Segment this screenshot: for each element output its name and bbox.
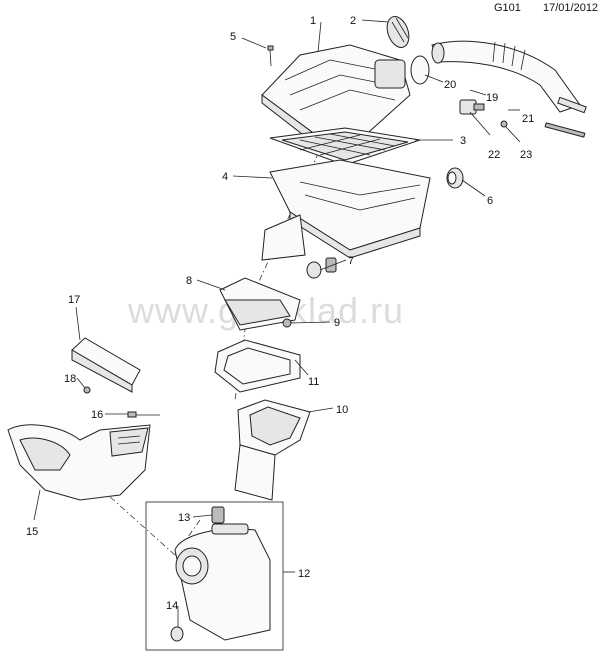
clamp-20: [410, 55, 430, 85]
callout-7: 7: [348, 255, 354, 267]
callout-17: 17: [68, 294, 80, 306]
callout-2: 2: [350, 15, 356, 27]
callout-20: 20: [444, 79, 456, 91]
callout-22: 22: [488, 149, 500, 161]
diagram-code: G101: [494, 2, 521, 14]
grommet-14: [170, 626, 184, 642]
callout-11: 11: [308, 376, 319, 388]
bracket-17: [71, 337, 141, 393]
callout-14: 14: [166, 600, 178, 612]
mesh-plug: [386, 16, 410, 48]
callout-1: 1: [310, 15, 316, 27]
diagram-date: 17/01/2012: [543, 2, 599, 14]
screw-16: [127, 411, 160, 418]
seal-11: [214, 339, 301, 393]
callout-18: 18: [64, 373, 76, 385]
leader-lines: [33, 19, 521, 627]
callout-19: 19: [486, 92, 498, 104]
callout-5: 5: [230, 31, 236, 43]
callout-23: 23: [520, 149, 532, 161]
bolt-5: [267, 45, 274, 67]
callout-8: 8: [186, 275, 192, 287]
callout-16: 16: [91, 409, 103, 421]
duct-10: [234, 399, 311, 501]
clamp-21: [544, 96, 587, 138]
grommet-6: [446, 167, 464, 189]
valve-13: [211, 506, 225, 524]
callout-13: 13: [178, 512, 190, 524]
callout-10: 10: [336, 404, 348, 416]
filter-element: [269, 127, 421, 166]
grommet-7: [306, 257, 337, 279]
air-cleaner-housing: [261, 159, 431, 261]
assembly-axis-left: [79, 469, 176, 556]
callouts: 1 2 3 4 5 6 7 8 9 10 11 12 13 14 15 16 1…: [26, 15, 534, 612]
screw-9: [282, 318, 292, 328]
intake-duct-15: [7, 424, 151, 501]
screw-18: [83, 386, 91, 394]
inset-frame-12: [145, 501, 284, 651]
callout-21: 21: [522, 113, 534, 125]
callout-12: 12: [298, 568, 310, 580]
callout-4: 4: [222, 171, 228, 183]
hose-19: [431, 40, 581, 113]
callout-9: 9: [334, 317, 340, 329]
resonator-8: [219, 277, 301, 331]
callout-6: 6: [487, 195, 493, 207]
sensor-22: [459, 99, 485, 115]
screw-23: [500, 120, 508, 128]
callout-15: 15: [26, 526, 38, 538]
resonator-12: [174, 523, 271, 641]
callout-3: 3: [460, 135, 466, 147]
